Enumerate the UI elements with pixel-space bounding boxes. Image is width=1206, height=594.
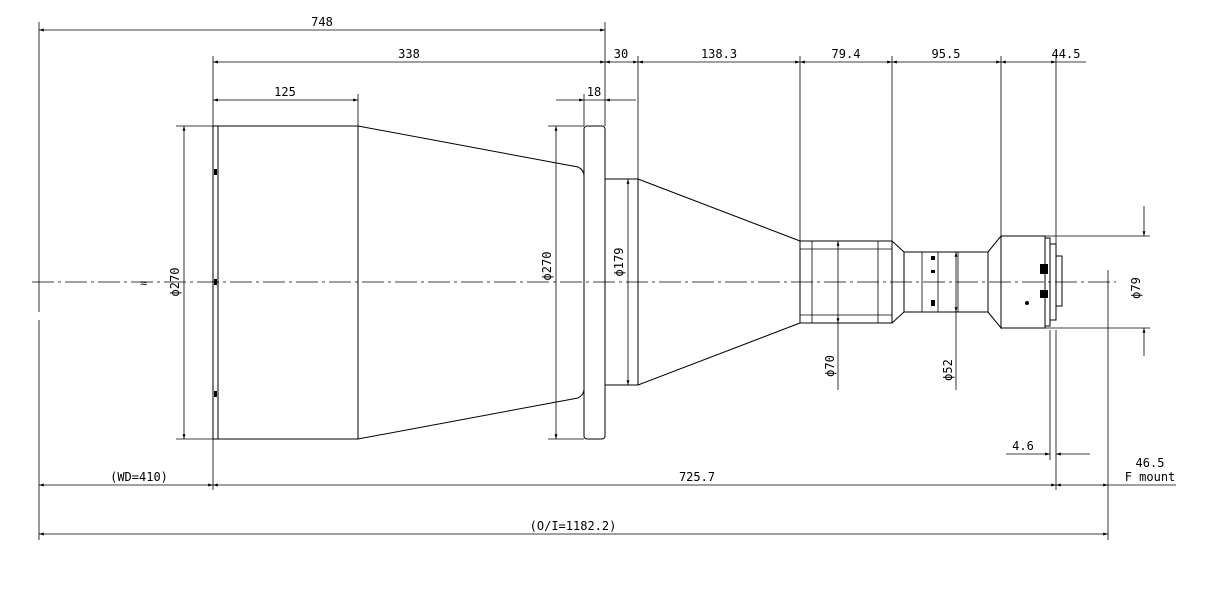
dim-phi179: ϕ179 (612, 248, 626, 277)
plate-screw-mid (214, 279, 217, 285)
rear-cone-bottom (637, 322, 801, 386)
dim-working-distance: (WD=410) (110, 470, 168, 484)
dim-95-5: 95.5 (932, 47, 961, 61)
dim-725-7: 725.7 (679, 470, 715, 484)
dim-object-image-distance: (O/I=1182.2) (530, 519, 617, 533)
mount-lock-pin (1040, 264, 1048, 274)
front-taper-bottom (357, 388, 585, 440)
front-hood (217, 125, 359, 440)
dim-phi270-front: ϕ270 (168, 268, 182, 297)
lens-body-outline (212, 125, 1063, 440)
dim-phi270-flange: ϕ270 (540, 252, 554, 281)
dim-18: 18 (587, 85, 601, 99)
plate-screw-top (214, 169, 217, 175)
dim-125: 125 (274, 85, 296, 99)
dim-338: 338 (398, 47, 420, 61)
dim-79-4: 79.4 (832, 47, 861, 61)
plate-screw-bottom (214, 391, 217, 397)
dim-phi79: ϕ79 (1129, 277, 1143, 299)
barrel-phi70 (799, 240, 893, 324)
mounting-flange (583, 125, 606, 440)
dim-phi52: ϕ52 (941, 359, 955, 381)
rear-cone-top (637, 178, 801, 242)
flange-neck (604, 178, 639, 386)
dimension-lines (38, 22, 1176, 540)
dim-phi70: ϕ70 (823, 355, 837, 377)
barrel-phi52 (903, 251, 989, 313)
dim-44-5: 44.5 (1052, 47, 1081, 61)
dim-748: 748 (311, 15, 333, 29)
dim-30: 30 (614, 47, 628, 61)
dim-4-6: 4.6 (1012, 439, 1034, 453)
dim-138-3: 138.3 (701, 47, 737, 61)
dim-46-5: 46.5 (1136, 456, 1165, 470)
front-taper-top (357, 125, 585, 177)
break-symbol: ≈ (140, 276, 147, 290)
f-mount-label: F mount (1125, 470, 1176, 484)
dimension-labels: 748 338 30 138.3 79.4 95.5 44.5 125 18 ϕ… (110, 15, 1175, 533)
